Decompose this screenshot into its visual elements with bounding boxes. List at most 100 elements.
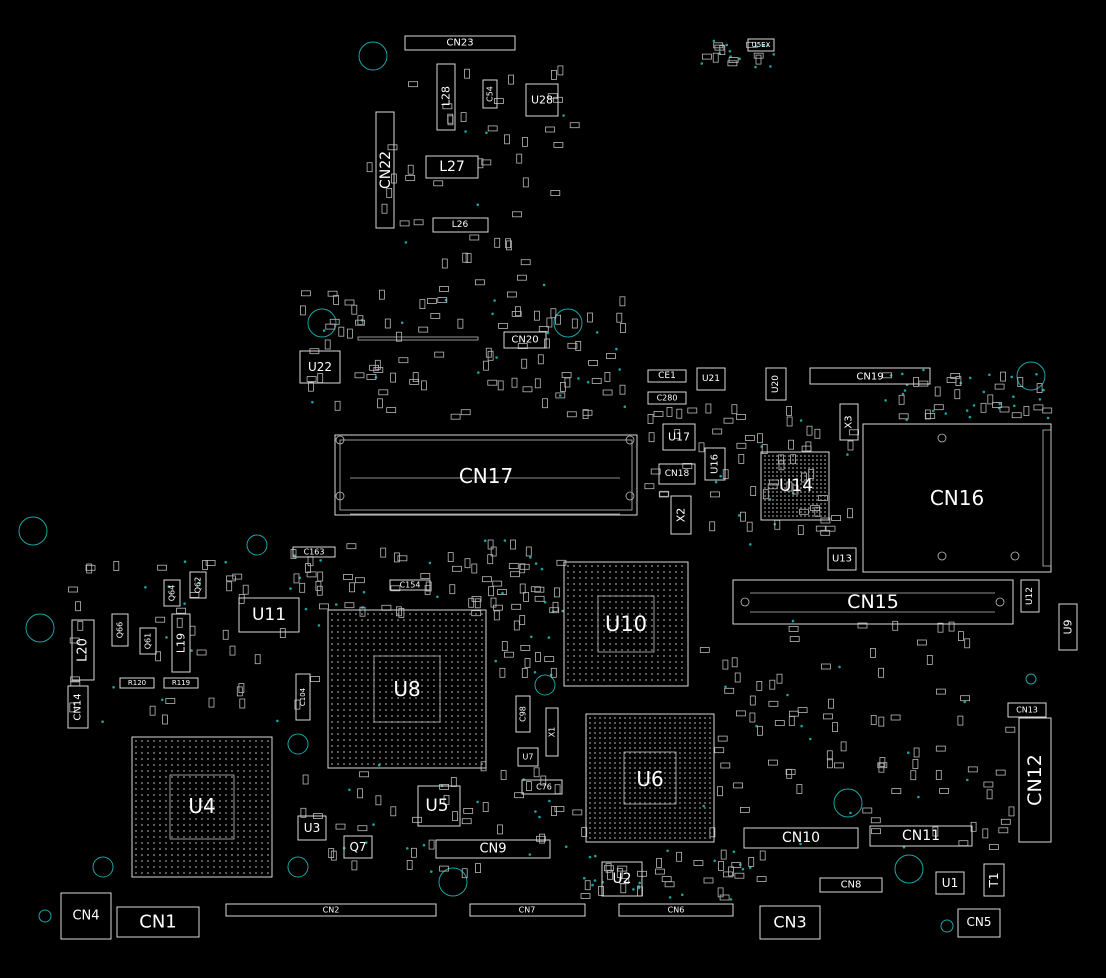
- u5-label: U5: [425, 796, 448, 816]
- bga-pad: [189, 782, 191, 784]
- via: [404, 241, 408, 244]
- bga-pad: [261, 764, 263, 766]
- bga-pad: [800, 475, 802, 477]
- bga-pad: [243, 788, 245, 790]
- via: [564, 845, 568, 848]
- passive-pad: [506, 291, 517, 298]
- bga-pad: [183, 788, 185, 790]
- bga-pad: [689, 722, 691, 724]
- passive-pad: [475, 863, 481, 873]
- passive-pad: [728, 866, 734, 877]
- bga-pad: [573, 625, 575, 627]
- bga-pad: [679, 837, 681, 839]
- bga-pad: [788, 515, 790, 517]
- passive-pad: [659, 490, 670, 497]
- passive-pad: [384, 318, 391, 329]
- bga-pad: [624, 732, 626, 734]
- passive-pad: [534, 586, 545, 593]
- bga-pad: [639, 732, 641, 734]
- via: [400, 321, 404, 325]
- passive-pad: [511, 603, 522, 610]
- bga-pad: [355, 625, 357, 627]
- bga-pad: [147, 770, 149, 772]
- bga-pad: [165, 806, 167, 808]
- bga-pad: [659, 817, 661, 819]
- passive-pad: [534, 595, 545, 602]
- bga-pad: [463, 655, 465, 657]
- bga-pad: [614, 772, 616, 774]
- bga-pad: [361, 631, 363, 633]
- bga-pad: [219, 740, 221, 742]
- bga-pad: [639, 631, 641, 633]
- bga-pad: [704, 742, 706, 744]
- bga-pad: [573, 655, 575, 657]
- passive-pad: [776, 673, 783, 684]
- bga-pad: [439, 649, 441, 651]
- passive-pad: [644, 483, 655, 490]
- bga-pad: [141, 770, 143, 772]
- bga-pad: [177, 782, 179, 784]
- bga-pad: [445, 721, 447, 723]
- bga-pad: [585, 589, 587, 591]
- bga-pad: [213, 746, 215, 748]
- bga-pad: [463, 763, 465, 765]
- passive-pad: [550, 667, 557, 678]
- passive-pad: [762, 489, 769, 500]
- bga-pad: [764, 455, 766, 457]
- via: [348, 788, 351, 792]
- bga-pad: [355, 733, 357, 735]
- bga-pad: [704, 812, 706, 814]
- u3-label: U3: [304, 821, 320, 835]
- passive-pad: [357, 315, 364, 326]
- bga-pad: [669, 837, 671, 839]
- bga-pad: [463, 721, 465, 723]
- bga-pad: [403, 745, 405, 747]
- bga-pad: [573, 613, 575, 615]
- bga-pad: [457, 691, 459, 693]
- bga-pad: [433, 757, 435, 759]
- bga-pad: [237, 800, 239, 802]
- bga-pad: [261, 842, 263, 844]
- bga-pad: [594, 762, 596, 764]
- bga-pad: [243, 758, 245, 760]
- bga-pad: [451, 613, 453, 615]
- bga-pad: [808, 507, 810, 509]
- passive-pad: [557, 65, 564, 76]
- bga-pad: [654, 772, 656, 774]
- bga-pad: [201, 848, 203, 850]
- bga-pad: [614, 727, 616, 729]
- bga-pad: [603, 649, 605, 651]
- bga-pad: [237, 836, 239, 838]
- bga-pad: [649, 717, 651, 719]
- bga-pad: [463, 739, 465, 741]
- via: [485, 131, 488, 134]
- bga-pad: [674, 782, 676, 784]
- bga-pad: [824, 459, 826, 461]
- bga-pad: [379, 649, 381, 651]
- passive-pad: [520, 645, 531, 651]
- bga-pad: [189, 764, 191, 766]
- bga-pad: [361, 721, 363, 723]
- cn11-label: CN11: [902, 828, 940, 844]
- bga-pad: [337, 625, 339, 627]
- u16-label: U16: [710, 454, 721, 474]
- bga-pad: [669, 822, 671, 824]
- bga-pad: [614, 782, 616, 784]
- via: [998, 402, 1001, 406]
- bga-pad: [824, 455, 826, 457]
- bga-pad: [415, 649, 417, 651]
- bga-pad: [189, 860, 191, 862]
- bga-pad: [639, 787, 641, 789]
- bga-pad: [207, 812, 209, 814]
- bga-pad: [629, 832, 631, 834]
- bga-pad: [804, 495, 806, 497]
- passive-pad: [498, 322, 508, 329]
- bga-pad: [614, 832, 616, 834]
- bga-pad: [614, 812, 616, 814]
- bga-pad: [189, 794, 191, 796]
- bga-pad: [237, 752, 239, 754]
- bga-pad: [699, 792, 701, 794]
- passive-pad: [232, 573, 243, 580]
- passive-pad: [797, 707, 808, 713]
- bga-pad: [451, 721, 453, 723]
